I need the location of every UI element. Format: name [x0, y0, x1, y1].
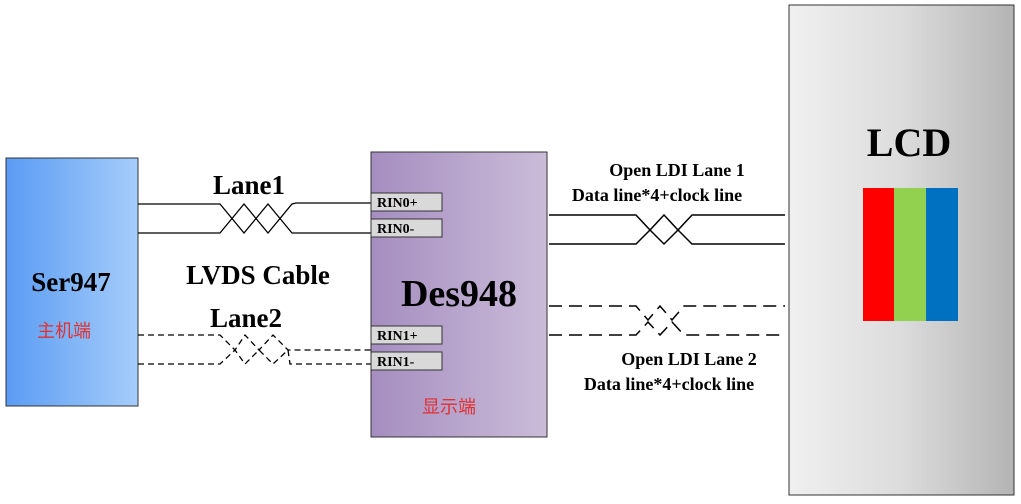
pin-rin1m-label: RIN1- [377, 355, 415, 370]
des948-label: Des948 [401, 273, 517, 315]
lane2-cable [138, 333, 371, 366]
ldi-lane2-bus [549, 304, 785, 337]
pin-rin0m: RIN0- [370, 218, 443, 238]
lane1-wire-b [138, 202, 371, 235]
lvds-cable-label: LVDS Cable [186, 260, 330, 290]
ser947-label: Ser947 [31, 267, 110, 297]
lcd-blue-stripe [926, 188, 958, 321]
lane1-cable [138, 202, 371, 235]
ldi-lane1-bus [549, 213, 785, 246]
pin-rin0m-label: RIN0- [377, 222, 415, 237]
lane1-wire-a [138, 202, 371, 235]
lane2-wire-a [138, 333, 371, 352]
ldi-lane1-desc: Data line*4+clock line [572, 185, 742, 205]
lane1-label: Lane1 [213, 170, 285, 200]
lcd-panel: LCD [788, 4, 1015, 496]
ldi-lane1-wire-b [549, 228, 785, 246]
lane2-label: Lane2 [210, 303, 282, 333]
ldi-lane2-wire-b [549, 320, 785, 337]
pin-rin0p: RIN0+ [370, 192, 443, 212]
lane2-wire-b [138, 348, 371, 366]
pin-rin1p: RIN1+ [370, 325, 443, 345]
ldi-lane2-title: Open LDI Lane 2 [621, 349, 757, 369]
lcd-label: LCD [867, 120, 951, 165]
lcd-red-stripe [863, 188, 894, 321]
ser947-block: Ser947 主机端 [5, 157, 139, 407]
ldi-lane2-desc: Data line*4+clock line [584, 374, 754, 394]
ldi-lane1-title: Open LDI Lane 1 [609, 160, 745, 180]
ldi-lane1-wire-a [549, 213, 785, 232]
ldi-lane2-wire-a [549, 304, 785, 322]
lcd-green-stripe [894, 188, 926, 321]
pin-rin0p-label: RIN0+ [377, 196, 418, 211]
des948-sublabel: 显示端 [422, 397, 476, 418]
ser947-sublabel: 主机端 [37, 321, 91, 342]
pin-rin1m: RIN1- [370, 351, 443, 371]
pin-rin1p-label: RIN1+ [377, 329, 418, 344]
